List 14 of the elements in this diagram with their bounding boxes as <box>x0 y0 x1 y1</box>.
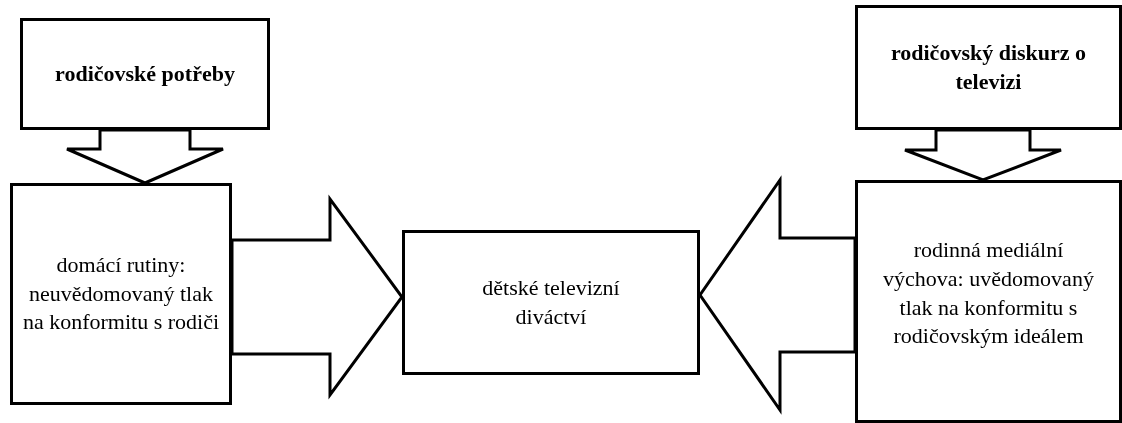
box-text: rodičovské potřeby <box>55 59 235 88</box>
box-text: rodičovský diskurz o televizi <box>889 38 1088 96</box>
text-box <box>855 5 1122 130</box>
text-box <box>402 230 700 375</box>
box-text: domácí rutiny: neuvědomovaný tlak na konformitu s rodiči <box>21 251 221 337</box>
block-arrow <box>698 175 857 415</box>
text-box <box>10 183 232 405</box>
text-box <box>855 180 1122 423</box>
box-text: rodinná mediální výchova: uvědomovaný tlak na konformitu s rodičovským ideálem <box>882 236 1095 351</box>
block-arrow <box>903 128 1063 182</box>
block-arrow <box>230 194 404 400</box>
block-arrow <box>65 128 225 185</box>
text-box <box>20 18 270 130</box>
box-text: dětské televizní diváctví <box>481 273 621 331</box>
